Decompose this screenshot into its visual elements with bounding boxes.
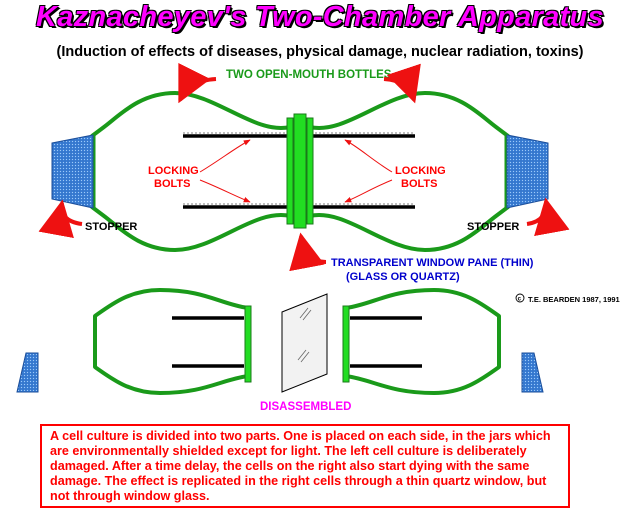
explanation-box: A cell culture is divided into two parts… [40,424,570,508]
stopper-left-label: STOPPER [85,221,137,233]
bolt-pointer-right-top-icon [344,139,393,173]
left-stopper [51,134,94,209]
disassembled-label: DISASSEMBLED [260,401,351,413]
right-flange [306,117,314,225]
locking-bolts-right-line1: LOCKING [395,165,446,177]
page-title: Kaznacheyev's Two-Chamber Apparatus [35,1,604,33]
locking-bolts-left-line2: BOLTS [154,178,190,190]
right-stopper-disassembled [521,352,544,393]
right-stopper [506,134,549,209]
window-pane-label-line1: TRANSPARENT WINDOW PANE (THIN) [331,257,534,269]
left-bottle-disassembled [93,288,249,395]
bottles-arrow-right-icon [383,63,421,104]
window-pane [293,113,307,229]
page-subtitle: (Induction of effects of diseases, physi… [56,44,584,60]
right-flange-disassembled [342,305,350,383]
window-pane-arrow-icon [289,232,327,272]
left-stopper-disassembled [16,352,39,393]
locking-bolts-left-line1: LOCKING [148,165,199,177]
copyright-label: T.E. BEARDEN 1987, 1991 [528,295,620,304]
bolt-pointer-right-bottom-icon [344,179,393,203]
left-flange [286,117,294,225]
bottles-label: TWO OPEN-MOUTH BOTTLES [226,69,392,81]
svg-text:c: c [518,297,522,303]
bolt-pointer-left-top-icon [199,139,251,173]
locking-bolts-right-line2: BOLTS [401,178,437,190]
window-pane-label-line2: (GLASS OR QUARTZ) [346,271,460,283]
bolt-pointer-left-bottom-icon [199,179,251,203]
stopper-right-label: STOPPER [467,221,519,233]
stopper-right-arrow-icon [526,197,570,237]
bottles-arrow-left-icon [178,62,217,104]
copyright-icon: c [515,293,525,303]
stopper-left-arrow-icon [38,199,83,239]
window-pane-disassembled [281,293,328,393]
right-bottle-disassembled [345,288,501,395]
left-flange-disassembled [244,305,252,383]
